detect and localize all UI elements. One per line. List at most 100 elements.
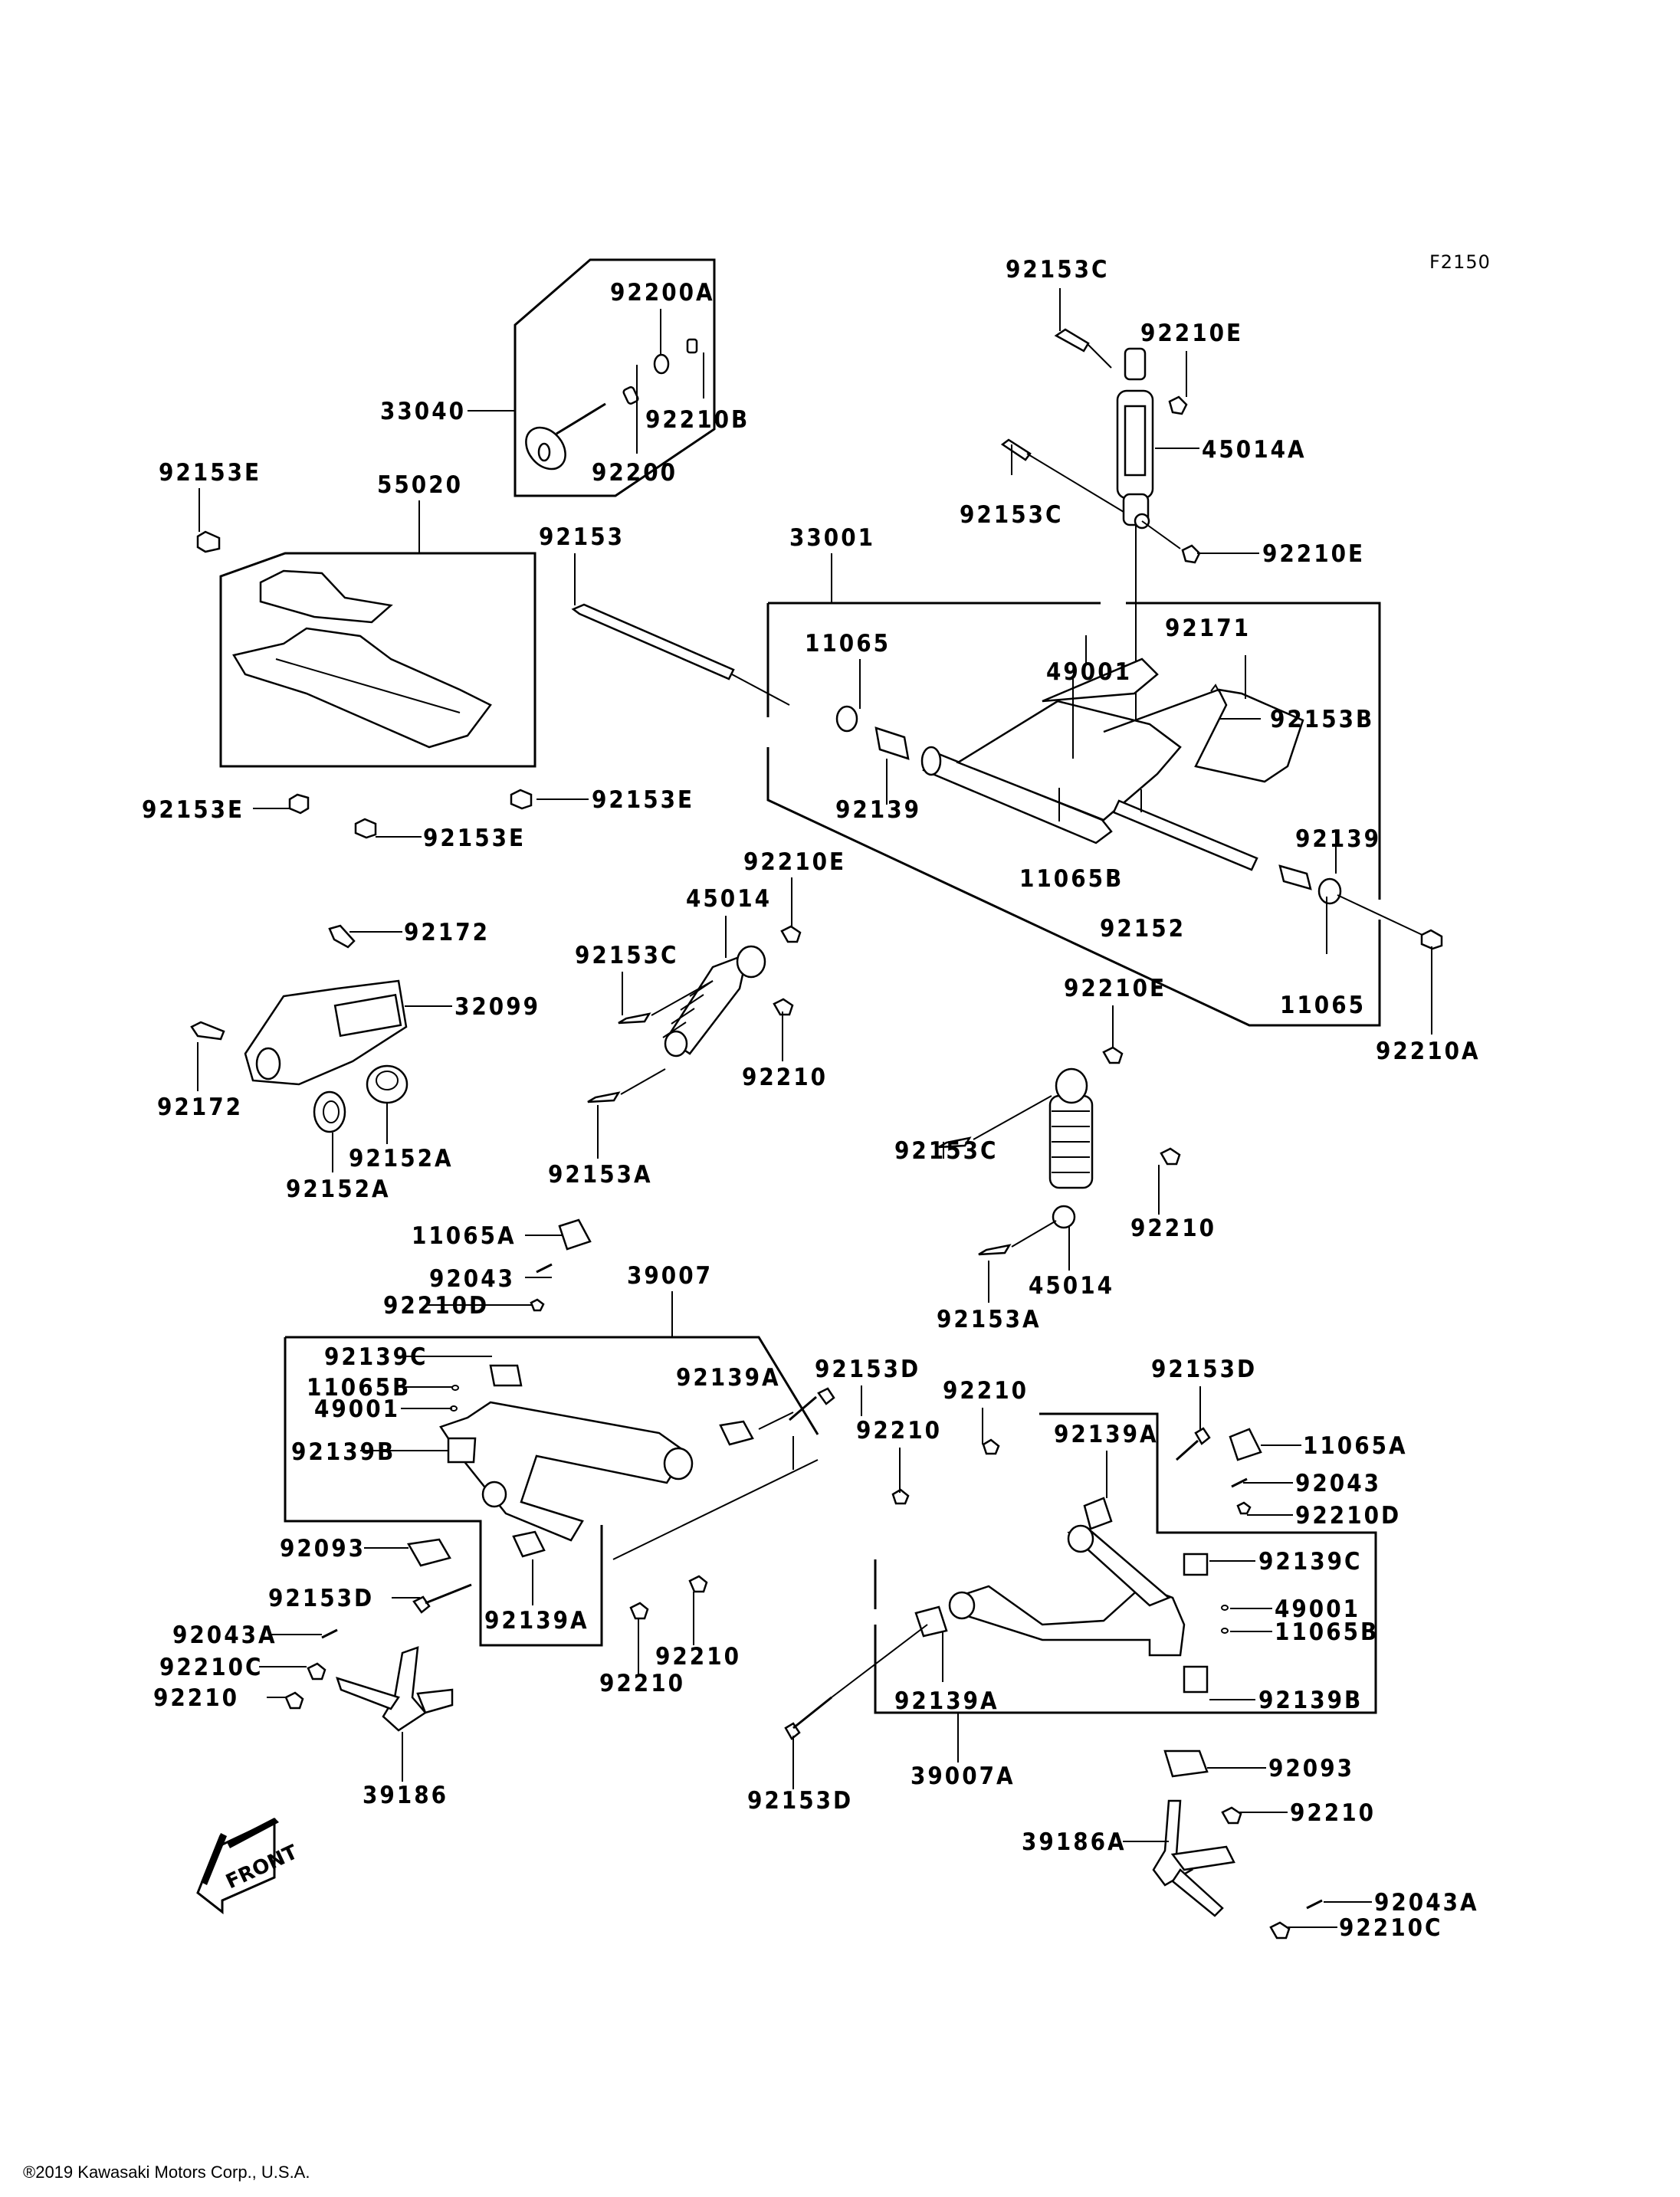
- callout-label: 39186: [363, 1782, 448, 1809]
- shaft-92152: [1112, 799, 1258, 871]
- cotter-pin-92043A-left: [321, 1628, 338, 1639]
- nut-92210-left-knuckle: [284, 1691, 304, 1710]
- callout-label: 92153D: [815, 1356, 920, 1383]
- callout-label: 92139: [1295, 825, 1381, 853]
- callout-label: 11065: [1280, 992, 1366, 1019]
- bolt-92153A-left: [587, 1068, 666, 1103]
- callout-labels: 92153C 92210E 45014A 92153C 92210E 92200…: [142, 256, 1479, 1942]
- callout-label: 45014A: [1202, 436, 1307, 464]
- leader-lines: [197, 288, 1432, 1928]
- callout-label: 39007: [627, 1262, 713, 1290]
- a-arm-39007A: [948, 1524, 1186, 1657]
- bolt-92153D-right-lower: [784, 1696, 832, 1740]
- front-shock-45014-right: [1048, 1067, 1094, 1229]
- grease-49001-right: [1221, 1605, 1229, 1611]
- callout-label: 45014: [686, 885, 772, 913]
- pin-92171: [1210, 684, 1219, 692]
- callout-label: 92153E: [142, 796, 244, 824]
- knuckle-39186A: [1152, 1799, 1235, 1917]
- callout-label: 92139A: [894, 1687, 999, 1715]
- callout-label: 92210B: [645, 406, 750, 434]
- callout-label: 11065A: [412, 1222, 517, 1250]
- callout-label: 92153C: [960, 501, 1064, 529]
- bolt-92153C-mid: [1000, 438, 1124, 513]
- callout-label: 92139: [835, 796, 921, 824]
- callout-label: 92153D: [1151, 1356, 1257, 1383]
- group-box-55020: [219, 552, 536, 768]
- bolt-92153C-upper: [1054, 328, 1112, 369]
- collar-11065-left: [835, 705, 858, 733]
- copyright-notice: ®2019 Kawasaki Motors Corp., U.S.A.: [23, 2163, 310, 2182]
- bushing-92139A-upper-left: [719, 1420, 754, 1446]
- leader-line: [758, 1412, 794, 1430]
- callout-label: 92210C: [1339, 1914, 1443, 1942]
- callout-label: 92139A: [484, 1607, 589, 1635]
- knuckle-39186: [336, 1646, 454, 1732]
- seal-92152A-a: [366, 1064, 409, 1104]
- callout-label: 92210D: [383, 1292, 489, 1320]
- bushing-92139C-right: [1183, 1553, 1209, 1576]
- callout-label: 33001: [789, 524, 875, 552]
- nut-92210A: [1420, 929, 1443, 950]
- callout-label: 92153C: [1006, 256, 1110, 284]
- callout-label: 92043A: [1374, 1889, 1479, 1917]
- fitting-11065B-right: [1221, 1628, 1229, 1634]
- bolt-92153D-left-lower: [412, 1583, 472, 1614]
- front-direction-arrow: FRONT: [196, 1818, 301, 1915]
- chain-adjuster-33040: [525, 338, 698, 471]
- leader-line: [612, 1459, 819, 1560]
- callout-label: 92153A: [548, 1161, 653, 1189]
- callout-label: 92210C: [159, 1654, 264, 1681]
- callout-label: 92153C: [894, 1137, 999, 1165]
- bushing-92139A-lower-left: [512, 1530, 546, 1558]
- callout-label: 92153C: [575, 942, 679, 969]
- nut-92210-left-mid: [688, 1575, 708, 1593]
- callout-label: 92153E: [592, 786, 694, 814]
- callout-label: 92152: [1100, 915, 1186, 943]
- leader-line: [1141, 520, 1181, 549]
- callout-label: 11065: [805, 630, 891, 657]
- callout-label: 92043A: [172, 1622, 277, 1649]
- group-box-39007A: [874, 1412, 1377, 1714]
- callout-label: 92152A: [286, 1176, 391, 1203]
- callout-label: 49001: [1046, 658, 1132, 686]
- nut-92210E-right: [1102, 1046, 1124, 1064]
- diagram-code: F2150: [1429, 251, 1491, 273]
- callout-label: 92210E: [1140, 320, 1243, 347]
- callout-label: 92210D: [1295, 1502, 1401, 1530]
- callout-label: 92152A: [349, 1145, 454, 1172]
- cotter-pin-92043-left: [536, 1263, 553, 1274]
- callout-label: 55020: [377, 471, 463, 499]
- callout-label: 92210: [655, 1643, 741, 1671]
- callout-label: 92153A: [937, 1306, 1042, 1333]
- nut-92210E-lower: [1181, 544, 1201, 564]
- nut-11065A-left: [558, 1218, 592, 1251]
- bushing-92139-left: [874, 726, 910, 760]
- bushing-92139-right: [1278, 864, 1312, 890]
- front-shock-45014-left: [662, 945, 766, 1058]
- seal-92152A-b: [313, 1090, 346, 1133]
- swingarm-33001: [920, 657, 1304, 844]
- bracket-32099: [244, 979, 408, 1086]
- callout-label: 11065B: [1019, 865, 1124, 893]
- nut-92210E-upper: [1168, 395, 1188, 415]
- nut-11065A-right: [1229, 1428, 1262, 1461]
- callout-label: 92153B: [1270, 706, 1374, 733]
- callout-label: 92043: [1295, 1470, 1381, 1497]
- leader-line: [1337, 894, 1426, 937]
- leader-line: [831, 1624, 928, 1698]
- chain-guide-55020: [232, 569, 492, 749]
- callout-label: 92139B: [1258, 1687, 1363, 1714]
- callout-label: 32099: [454, 993, 540, 1021]
- callout-label: 92139A: [676, 1364, 781, 1392]
- bolt-92172-lower: [190, 1021, 225, 1041]
- bolt-92153E-a: [196, 530, 221, 553]
- callout-label: 92153E: [423, 825, 526, 852]
- bolt-92153E-b: [288, 793, 310, 815]
- callout-label: 92043: [429, 1265, 515, 1293]
- bolt-92153D-right-upper: [1176, 1427, 1211, 1461]
- callout-label: 92171: [1165, 615, 1251, 642]
- callout-label: 49001: [314, 1395, 400, 1423]
- callout-label: 92139C: [324, 1343, 428, 1371]
- bolt-92153E-c: [354, 818, 377, 839]
